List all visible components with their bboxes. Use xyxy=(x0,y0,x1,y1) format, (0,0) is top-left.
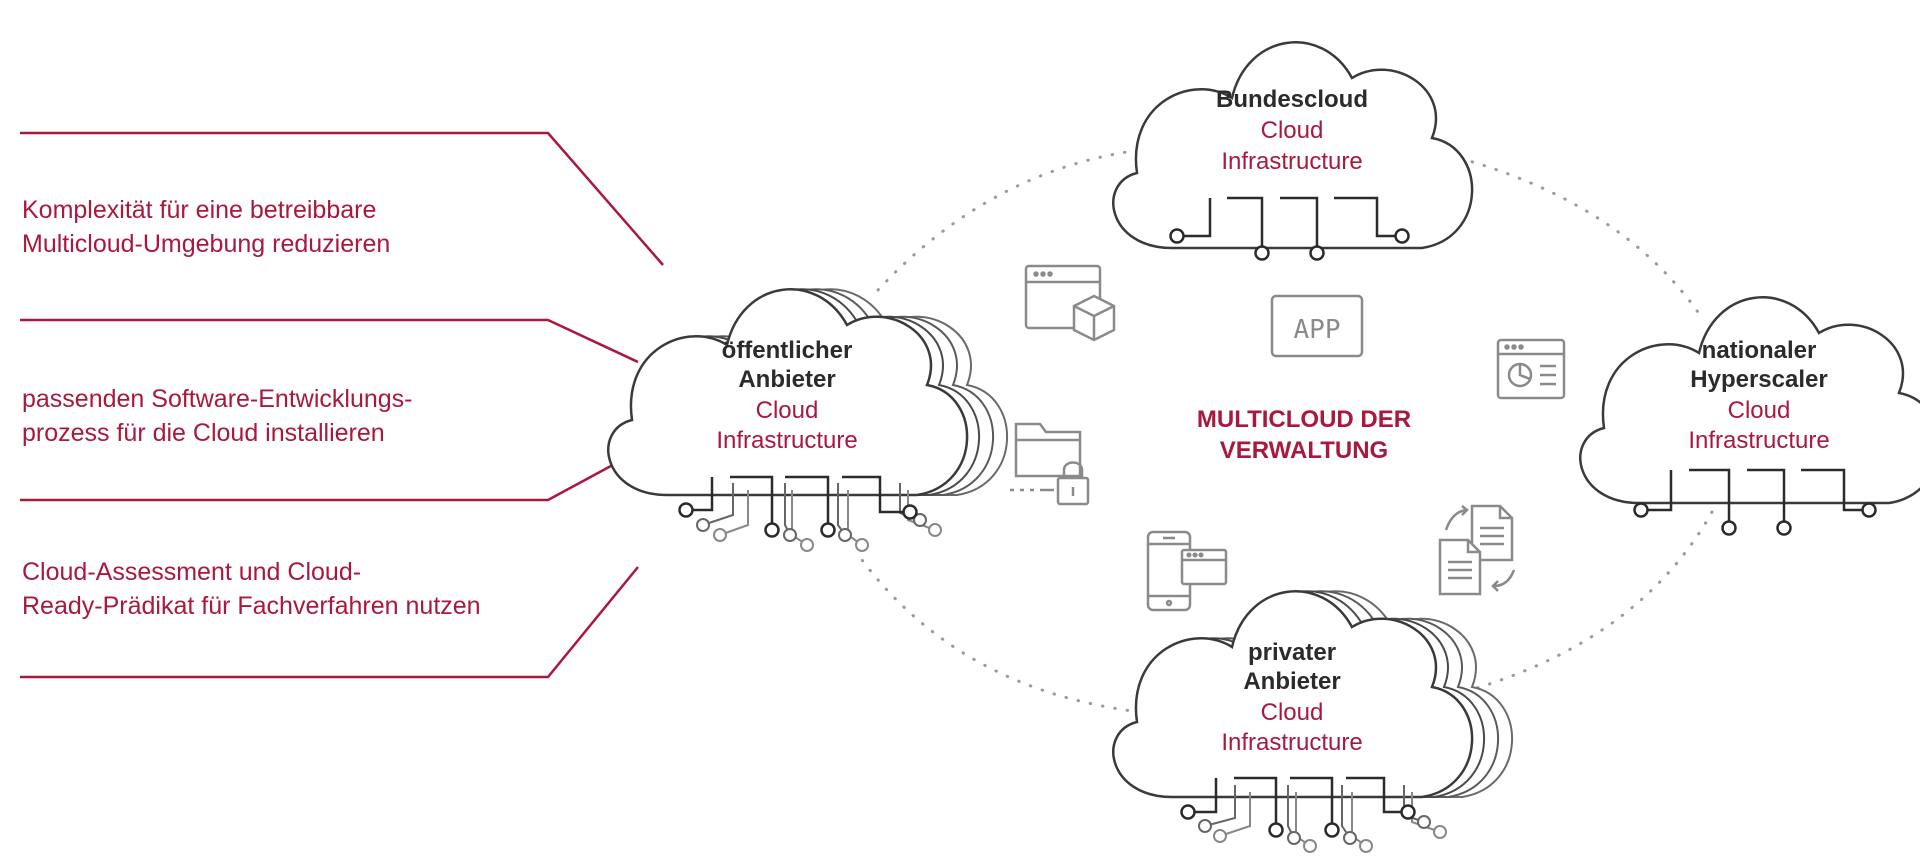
list-item-3-line-2: Ready-Prädikat für Fachverfahren nutzen xyxy=(22,592,481,620)
dotted-connectors xyxy=(860,148,1714,714)
app-icon: APP xyxy=(1270,294,1364,358)
cloud-privater-type-1: Cloud xyxy=(1261,699,1324,726)
cloud-oeffentlicher-connectors xyxy=(678,475,942,552)
cloud-privater-name-2: Anbieter xyxy=(1243,668,1340,695)
connector-left-top xyxy=(876,148,1142,292)
cloud-oeffentlicher-name-1: öffentlicher xyxy=(722,337,853,364)
center-title: MULTICLOUD DER VERWALTUNG xyxy=(1197,406,1411,464)
bracket-line-4 xyxy=(20,566,639,679)
cloud-oeffentlicher-name-2: Anbieter xyxy=(738,366,835,393)
cloud-bundescloud-name: Bundescloud xyxy=(1216,86,1368,113)
left-list-text: Komplexität für eine betreibbare Multicl… xyxy=(22,196,481,620)
list-item-3-line-1: Cloud-Assessment und Cloud- xyxy=(22,558,361,586)
browser-cube-icon xyxy=(1024,264,1116,342)
cloud-nationaler-hyperscaler: nationaler Hyperscaler Cloud Infrastruct… xyxy=(1579,296,1920,536)
connector-right-bottom xyxy=(1468,510,1714,692)
dashboard-icon xyxy=(1496,338,1566,400)
cloud-nationaler-connectors xyxy=(1633,468,1877,536)
cloud-privater-name-1: privater xyxy=(1248,639,1336,666)
connector-top-right xyxy=(1446,153,1702,317)
bracket-line-1 xyxy=(20,131,664,266)
folder-lock-icon xyxy=(1010,422,1090,506)
cloud-bundescloud-type-2: Infrastructure xyxy=(1221,148,1362,175)
bracket-line-2 xyxy=(20,318,639,364)
cloud-privater-type-2: Infrastructure xyxy=(1221,729,1362,756)
cloud-privater-anbieter: privater Anbieter Cloud Infrastructure xyxy=(1112,590,1514,853)
center-title-line-1: MULTICLOUD DER xyxy=(1197,406,1411,433)
center-title-line-2: VERWALTUNG xyxy=(1220,437,1388,464)
cloud-nationaler-type-1: Cloud xyxy=(1728,397,1791,424)
cloud-nationaler-name-2: Hyperscaler xyxy=(1690,366,1827,393)
list-item-1-line-2: Multicloud-Umgebung reduzieren xyxy=(22,230,390,258)
cloud-privater-connectors xyxy=(1180,776,1447,853)
cloud-bundescloud-connectors xyxy=(1169,196,1410,261)
cloud-oeffentlicher-type-2: Infrastructure xyxy=(716,427,857,454)
cloud-nationaler-name-1: nationaler xyxy=(1702,337,1817,364)
app-icon-label: APP xyxy=(1294,315,1341,345)
bracket-line-3 xyxy=(20,458,623,502)
cloud-bundescloud-type-1: Cloud xyxy=(1261,117,1324,144)
devices-icon xyxy=(1146,530,1228,612)
connector-bottom-left xyxy=(860,558,1142,714)
list-item-1-line-1: Komplexität für eine betreibbare xyxy=(22,196,376,224)
list-item-2-line-2: prozess für die Cloud installieren xyxy=(22,419,385,447)
cloud-nationaler-type-2: Infrastructure xyxy=(1688,427,1829,454)
cloud-oeffentlicher-anbieter: öffentlicher Anbieter Cloud Infrastructu… xyxy=(607,288,1009,552)
documents-sync-icon xyxy=(1438,504,1516,596)
cloud-bundescloud: Bundescloud Cloud Infrastructure xyxy=(1112,41,1474,261)
list-item-2-line-1: passenden Software-Entwicklungs- xyxy=(22,385,412,413)
left-list xyxy=(20,131,664,679)
cloud-oeffentlicher-type-1: Cloud xyxy=(756,397,819,424)
